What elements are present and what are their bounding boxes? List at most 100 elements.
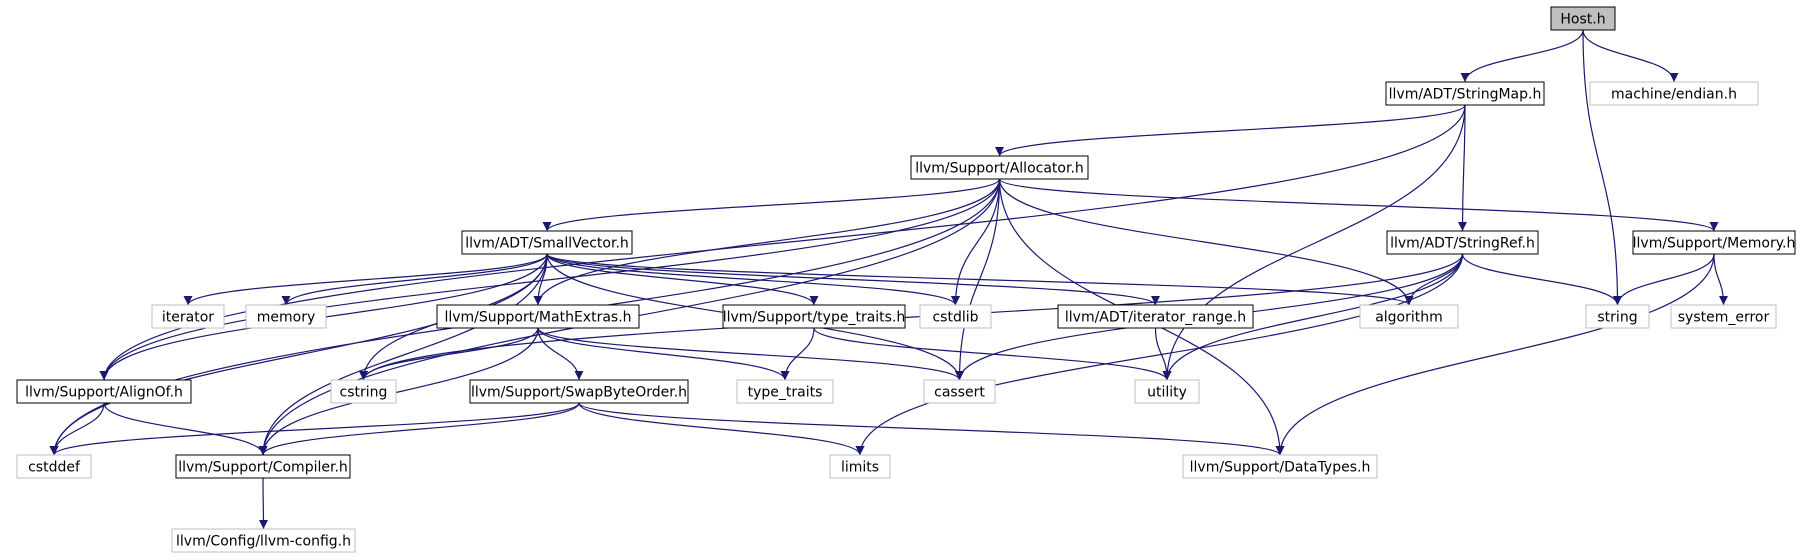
node-utility: utility [1134,379,1200,404]
node-label-endian: machine/endian.h [1611,87,1737,103]
node-box-system_error [1670,304,1777,329]
edge-memory_h-to-datatypes [1275,253,1715,456]
edge-allocator-to-cstdlib [951,178,1001,306]
node-label-stringref: llvm/ADT/StringRef.h [1390,236,1535,252]
node-box-stringref [1386,230,1539,255]
edge-typetraits_h-to-utility [813,327,1172,381]
edge-smallvector-to-memory [281,253,548,306]
edge-smallvector-to-cstddef [49,253,548,456]
node-compiler[interactable]: llvm/Support/Compiler.h [175,454,351,479]
node-label-typetraits_h: llvm/Support/type_traits.h [723,310,906,326]
node-label-alignof: llvm/Support/AlignOf.h [25,385,183,401]
node-stringref[interactable]: llvm/ADT/StringRef.h [1386,230,1539,255]
edge-smallvector-to-iterator [183,253,548,306]
node-stringmap[interactable]: llvm/ADT/StringMap.h [1385,81,1545,106]
edge-alignof-to-compiler [103,402,268,456]
edge-swapbyteorder-to-limits [578,402,865,456]
node-endian: machine/endian.h [1589,81,1759,106]
node-cstring: cstring [330,379,397,404]
node-label-algorithm: algorithm [1375,310,1443,326]
node-box-iterator [151,304,225,329]
node-box-type_traits [736,379,834,404]
edge-smallvector-to-compiler [258,253,548,456]
edge-host-to-endian [1582,29,1679,83]
node-box-allocator [910,155,1089,180]
node-box-host [1550,6,1616,31]
edge-stringmap-to-utility [1162,104,1466,381]
edge-stringref-to-string [1461,253,1622,306]
edge-stringref-to-cstring [359,253,1464,381]
node-alignof[interactable]: llvm/Support/AlignOf.h [16,379,192,404]
node-box-cstdlib [919,304,992,329]
node-iterrange[interactable]: llvm/ADT/iterator_range.h [1057,304,1254,329]
edge-compiler-to-llvmconfig [258,477,268,530]
node-box-compiler [175,454,351,479]
edge-swapbyteorder-to-datatypes [578,402,1285,456]
edge-mathextras-to-cstring [359,327,539,381]
node-box-cstddef [16,454,92,479]
node-label-type_traits: type_traits [748,385,823,401]
edge-smallvector-to-typetraits_h [546,253,819,306]
edge-allocator-to-algorithm [998,178,1414,306]
node-box-alignof [16,379,192,404]
node-limits: limits [829,454,891,479]
node-algorithm: algorithm [1359,304,1459,329]
node-box-utility [1134,379,1200,404]
node-mathextras[interactable]: llvm/Support/MathExtras.h [436,304,640,329]
node-label-memory: memory [257,310,316,326]
node-box-cassert [923,379,996,404]
node-label-compiler: llvm/Support/Compiler.h [178,460,348,476]
edge-smallvector-to-cstdlib [546,253,960,306]
node-box-limits [829,454,891,479]
edge-alignof-to-cstddef [49,402,105,456]
node-box-smallvector [461,230,633,255]
node-host: Host.h [1550,6,1616,31]
node-string: string [1585,304,1650,329]
node-swapbyteorder[interactable]: llvm/Support/SwapByteOrder.h [469,379,689,404]
node-label-llvmconfig: llvm/Config/llvm-config.h [176,534,351,550]
node-box-iterrange [1057,304,1254,329]
node-box-mathextras [436,304,640,329]
node-label-utility: utility [1147,385,1187,401]
edge-allocator-to-alignof [99,178,1001,381]
node-label-swapbyteorder: llvm/Support/SwapByteOrder.h [471,385,687,401]
node-box-typetraits_h [722,304,906,329]
node-box-datatypes [1182,454,1378,479]
node-box-algorithm [1359,304,1459,329]
node-label-cstring: cstring [340,385,388,401]
node-memory_h[interactable]: llvm/Support/Memory.h [1632,230,1796,255]
node-box-llvmconfig [171,528,356,553]
node-label-allocator: llvm/Support/Allocator.h [915,161,1084,177]
node-label-stringmap: llvm/ADT/StringMap.h [1389,87,1542,103]
node-iterator: iterator [151,304,225,329]
node-box-string [1585,304,1650,329]
node-llvmconfig: llvm/Config/llvm-config.h [171,528,356,553]
node-cstddef: cstddef [16,454,92,479]
edge-memory_h-to-string [1613,253,1715,306]
node-label-datatypes: llvm/Support/DataTypes.h [1190,460,1371,476]
node-typetraits_h[interactable]: llvm/Support/type_traits.h [722,304,906,329]
node-box-memory [245,304,327,329]
node-type_traits: type_traits [736,379,834,404]
node-label-smallvector: llvm/ADT/SmallVector.h [465,236,629,252]
edge-mathextras-to-cassert [537,327,964,381]
node-box-stringmap [1385,81,1545,106]
node-box-endian [1589,81,1759,106]
edge-allocator-to-memory_h [998,178,1719,232]
edge-stringmap-to-allocator [995,104,1466,157]
edge-memory_h-to-system_error [1713,253,1728,306]
edge-mathextras-to-swapbyteorder [537,327,584,381]
node-label-iterator: iterator [162,310,214,326]
node-label-limits: limits [841,460,879,476]
node-label-cassert: cassert [934,385,985,401]
edge-smallvector-to-iterrange [546,253,1160,306]
node-allocator[interactable]: llvm/Support/Allocator.h [910,155,1089,180]
node-label-mathextras: llvm/Support/MathExtras.h [444,310,631,326]
node-smallvector[interactable]: llvm/ADT/SmallVector.h [461,230,633,255]
node-cstdlib: cstdlib [919,304,992,329]
edge-host-to-stringmap [1460,29,1584,83]
node-datatypes: llvm/Support/DataTypes.h [1182,454,1378,479]
edge-allocator-to-mathextras [533,178,1001,306]
node-memory: memory [245,304,327,329]
